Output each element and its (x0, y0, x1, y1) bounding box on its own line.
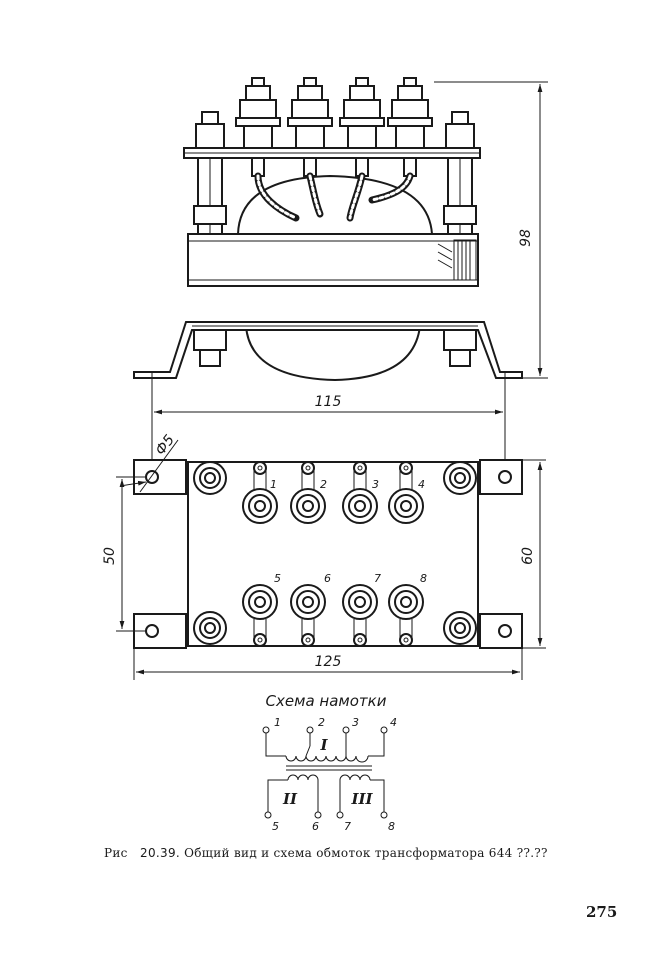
svg-text:60: 60 (520, 547, 536, 565)
svg-text:2: 2 (320, 478, 327, 491)
mounting-bracket (133, 321, 523, 379)
dimension-total-height: 98 (434, 81, 548, 379)
figure-caption: Рис 20.39. Общий вид и схема обмоток тра… (104, 846, 548, 860)
left-stud (193, 111, 227, 367)
caption-prefix: Рис (104, 846, 128, 860)
mounting-ear (133, 613, 187, 649)
terminal-top-4: 4 (388, 461, 425, 524)
svg-text:3: 3 (372, 478, 379, 491)
transformer-core (187, 233, 479, 287)
svg-text:125: 125 (315, 654, 342, 670)
terminal-top-3: 3 (342, 461, 379, 524)
dimension-hole-spacing: 50 (102, 476, 146, 632)
winding-secondary-2: II 5 6 (264, 774, 322, 833)
terminal-post-4 (387, 77, 433, 177)
corner-stud (443, 461, 477, 495)
dimension-plate-width: 125 (133, 648, 523, 680)
svg-text:7: 7 (374, 572, 381, 585)
winding-primary: I 1 2 3 4 (262, 716, 397, 763)
svg-text:4: 4 (418, 478, 425, 491)
svg-text:3: 3 (352, 716, 359, 729)
terminal-bottom-7: 7 (342, 572, 381, 647)
svg-text:II: II (282, 790, 298, 808)
terminal-top-2: 2 (290, 461, 327, 524)
svg-text:III: III (350, 790, 373, 808)
svg-text:2: 2 (318, 716, 325, 729)
svg-text:4: 4 (390, 716, 397, 729)
corner-stud (193, 461, 227, 495)
mounting-hole (498, 470, 512, 484)
svg-text:50: 50 (102, 547, 118, 565)
dimension-mount-spacing: 115 (151, 372, 506, 468)
base-plate (187, 461, 479, 647)
svg-text:8: 8 (420, 572, 427, 585)
corner-stud (193, 611, 227, 645)
coil-hatch (437, 239, 477, 281)
mounting-hole (498, 624, 512, 638)
svg-text:1: 1 (274, 716, 281, 729)
lead-wires (254, 172, 414, 222)
svg-text:6: 6 (324, 572, 331, 585)
terminal-post-2 (287, 77, 333, 177)
winding-upper (237, 174, 433, 235)
svg-text:5: 5 (272, 820, 279, 833)
mounting-ear (479, 613, 523, 649)
page-number: 275 (586, 903, 618, 921)
svg-text:115: 115 (315, 394, 342, 410)
terminal-bottom-5: 5 (242, 572, 281, 647)
dimension-plate-height: 60 (520, 459, 546, 649)
svg-text:98: 98 (518, 229, 534, 247)
terminal-bottom-6: 6 (290, 572, 331, 647)
caption-text: Общий вид и схема обмоток трансформатора… (184, 846, 548, 860)
svg-text:7: 7 (344, 820, 351, 833)
schematic-title: Схема намотки (266, 692, 387, 710)
top-view: 1 2 3 4 5 6 7 (102, 432, 546, 680)
svg-text:5: 5 (274, 572, 281, 585)
winding-schematic: Схема намотки I 1 2 3 4 (262, 692, 397, 833)
terminal-post-1 (235, 77, 281, 177)
terminal-bottom-8: 8 (388, 572, 427, 647)
svg-text:8: 8 (388, 820, 395, 833)
terminal-top-1: 1 (242, 461, 278, 524)
corner-stud (443, 611, 477, 645)
caption-number: 20.39. (140, 846, 181, 860)
svg-text:1: 1 (270, 478, 277, 491)
svg-text:Ф5: Ф5 (153, 432, 179, 458)
mounting-ear (479, 459, 523, 495)
svg-text:6: 6 (312, 820, 319, 833)
right-stud (443, 111, 477, 367)
winding-lower (244, 325, 422, 382)
winding-secondary-3: III 7 8 (336, 774, 395, 833)
svg-text:I: I (319, 736, 328, 754)
side-view: 98 (133, 77, 548, 382)
terminal-post-3 (339, 77, 385, 177)
